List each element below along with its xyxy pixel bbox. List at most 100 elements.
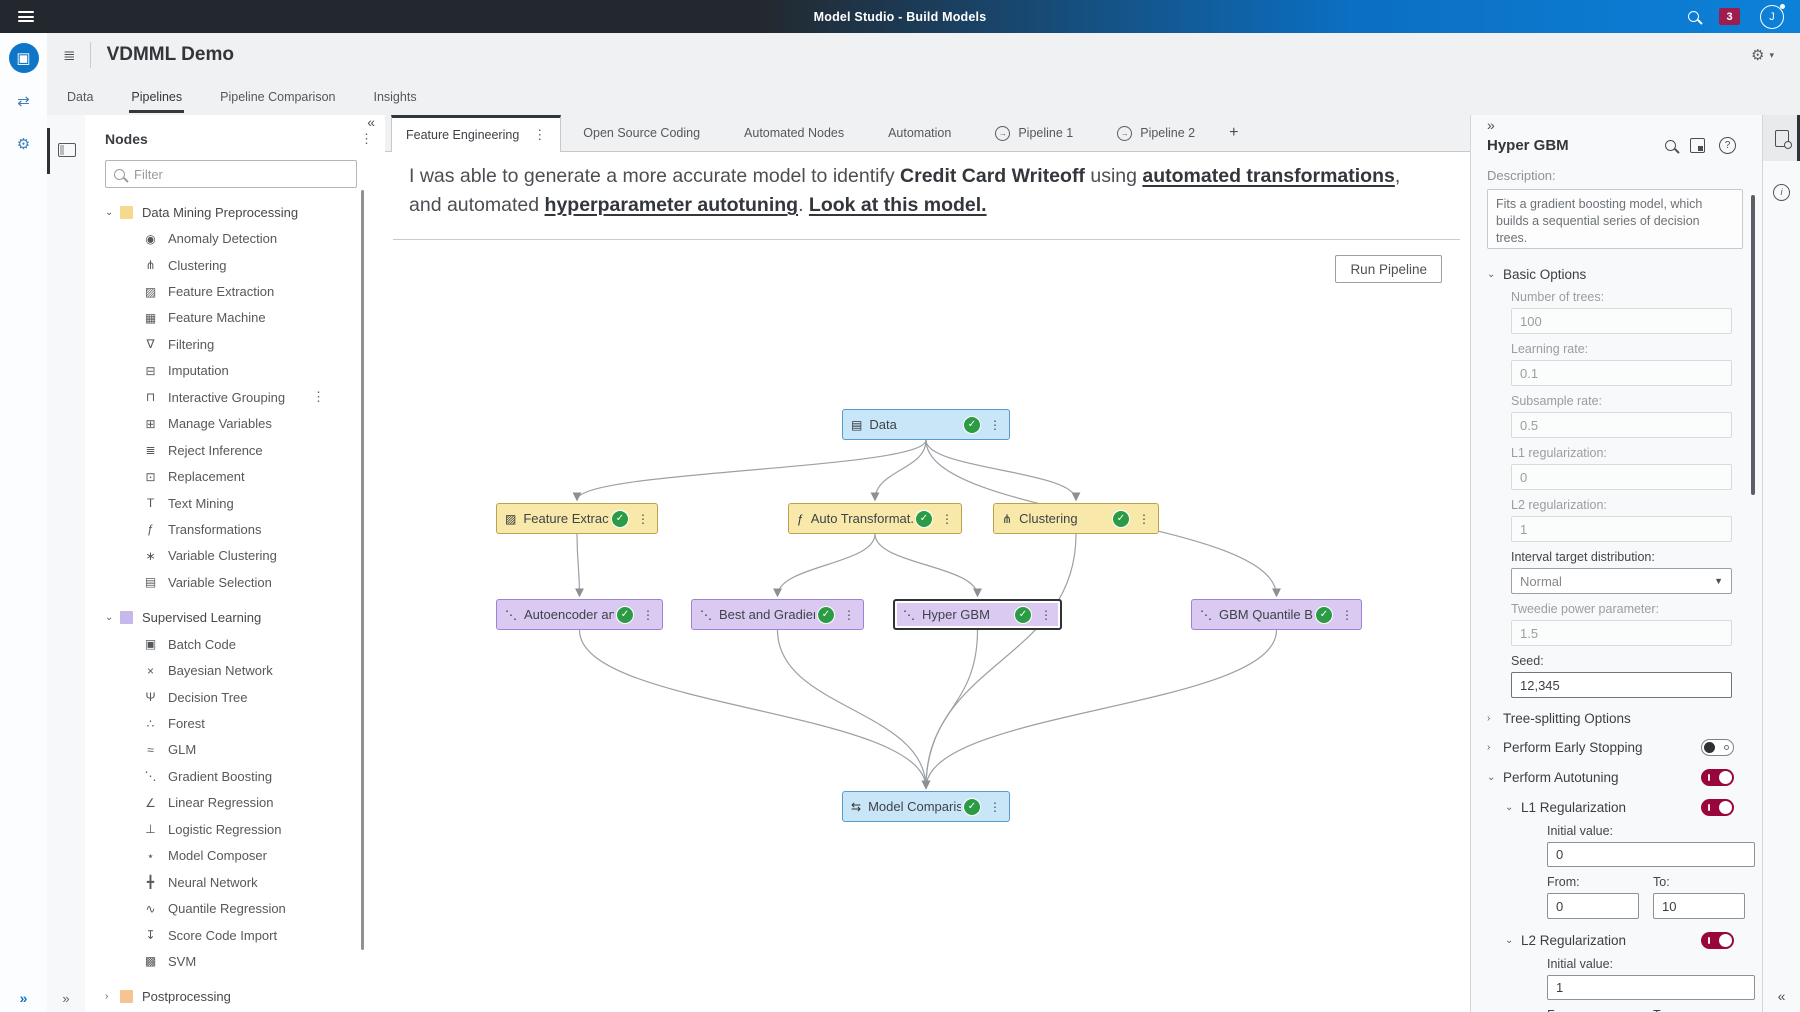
node-item-logistic-regression[interactable]: ⊥Logistic Regression [85, 816, 385, 842]
node-item-quantile-regression[interactable]: ∿Quantile Regression [85, 895, 385, 921]
node-item-clustering[interactable]: ⋔Clustering [85, 252, 385, 278]
node-menu-icon[interactable]: ⋮ [637, 511, 649, 526]
node-menu-icon[interactable]: ⋮ [642, 607, 654, 622]
section-perform-autotuning[interactable]: ⌄Perform Autotuning [1487, 769, 1762, 786]
properties-scrollbar[interactable] [1751, 195, 1755, 495]
toggle-l1-regularization[interactable] [1701, 799, 1734, 816]
node-item-neural-network[interactable]: ╋Neural Network [85, 869, 385, 895]
hamburger-menu-icon[interactable] [18, 11, 34, 22]
node-item-imputation[interactable]: ⊟Imputation [85, 358, 385, 384]
node-item-model-composer[interactable]: ⋆Model Composer [85, 843, 385, 869]
node-item-variable-selection[interactable]: ▤Variable Selection [85, 569, 385, 595]
node-item-forest[interactable]: ∴Forest [85, 710, 385, 736]
nodes-panel-menu-icon[interactable]: ⋮ [360, 131, 373, 146]
toggle-perform-early-stopping[interactable] [1701, 739, 1734, 756]
subsection-l2-regularization[interactable]: ⌄L2 Regularization [1505, 932, 1762, 949]
build-models-icon[interactable]: ▣ [8, 43, 39, 73]
node-item-replacement[interactable]: ⊡Replacement [85, 463, 385, 489]
right-rail-collapse-icon[interactable]: « [1777, 988, 1786, 1004]
pipeline-tab-automated-nodes[interactable]: Automated Nodes [722, 115, 866, 151]
node-menu-icon[interactable]: ⋮ [989, 799, 1001, 814]
pipeline-node-mc[interactable]: ⇆Model Comparis..✓⋮ [842, 791, 1010, 822]
tab-menu-icon[interactable]: ⋮ [533, 127, 547, 142]
node-menu-icon[interactable]: ⋮ [1341, 607, 1353, 622]
node-item-linear-regression[interactable]: ∠Linear Regression [85, 790, 385, 816]
add-pipeline-button[interactable]: + [1229, 124, 1239, 141]
pipeline-node-bg[interactable]: ⋱Best and Gradien..✓⋮ [691, 599, 864, 630]
pipeline-node-data[interactable]: ▤Data✓⋮ [842, 409, 1010, 440]
notifications-badge[interactable]: 3 [1719, 8, 1740, 25]
project-settings-menu[interactable]: ⚙ ▾ [1751, 46, 1774, 64]
node-group-postprocessing[interactable]: ›Postprocessing [85, 984, 385, 1010]
node-item-variable-clustering[interactable]: ∗Variable Clustering [85, 543, 385, 569]
toggle-perform-autotuning[interactable] [1701, 769, 1734, 786]
pipeline-node-gq[interactable]: ⋱GBM Quantile Bi..✓⋮ [1191, 599, 1362, 630]
project-tab-pipelines[interactable]: Pipelines [129, 90, 184, 113]
field-input[interactable]: 12,345 [1511, 672, 1732, 698]
initial-value-input[interactable]: 1 [1547, 975, 1755, 1000]
pipeline-tab-pipeline-2[interactable]: →Pipeline 2 [1095, 115, 1217, 151]
basic-options-section[interactable]: ⌄ Basic Options [1487, 267, 1587, 282]
user-avatar[interactable]: J [1760, 3, 1785, 29]
node-item-feature-machine[interactable]: ▦Feature Machine [85, 305, 385, 331]
section-perform-early-stopping[interactable]: ›Perform Early Stopping [1487, 739, 1762, 756]
project-tab-data[interactable]: Data [67, 90, 94, 104]
project-tab-insights[interactable]: Insights [373, 90, 417, 104]
project-list-icon[interactable]: ≣ [63, 47, 76, 64]
node-item-anomaly-detection[interactable]: ◉Anomaly Detection [85, 225, 385, 251]
description-textarea[interactable]: Fits a gradient boosting model, which bu… [1487, 189, 1743, 249]
snapshot-icon[interactable] [1690, 138, 1705, 153]
properties-collapse-icon[interactable]: » [1487, 117, 1495, 133]
node-item-bayesian-network[interactable]: ×Bayesian Network [85, 657, 385, 683]
node-item-interactive-grouping[interactable]: ⊓Interactive Grouping⋮ [85, 384, 385, 410]
node-menu-icon[interactable]: ⋮ [1138, 511, 1150, 526]
node-item-filtering[interactable]: ∇Filtering [85, 331, 385, 357]
info-tab-icon[interactable]: i [1763, 161, 1800, 207]
exchange-icon[interactable]: ⇄ [17, 93, 30, 110]
project-tab-pipeline-comparison[interactable]: Pipeline Comparison [220, 90, 336, 104]
node-item-glm[interactable]: ≈GLM [85, 737, 385, 763]
node-menu-icon[interactable]: ⋮ [1040, 607, 1052, 622]
pipeline-node-cl[interactable]: ⋔Clustering✓⋮ [993, 503, 1159, 534]
nodes-filter-input[interactable] [132, 165, 348, 183]
node-menu-icon[interactable]: ⋮ [941, 511, 953, 526]
from-input[interactable]: 0 [1547, 893, 1639, 919]
left-rail-expand-icon[interactable]: » [19, 990, 28, 1006]
toggle-l2-regularization[interactable] [1701, 932, 1734, 949]
node-item-batch-code[interactable]: ▣Batch Code [85, 631, 385, 657]
section-tree-splitting-options[interactable]: ›Tree-splitting Options [1487, 711, 1762, 726]
run-pipeline-button[interactable]: Run Pipeline [1335, 255, 1442, 283]
node-group-supervised-learning[interactable]: ⌄Supervised Learning [85, 605, 385, 631]
pipeline-node-ae[interactable]: ⋱Autoencoder an..✓⋮ [496, 599, 663, 630]
search-icon[interactable] [1688, 11, 1699, 22]
nodes-panel-collapse-icon[interactable]: « [367, 115, 375, 130]
pipeline-tab-open-source-coding[interactable]: Open Source Coding [561, 115, 722, 151]
node-group-data-mining-preprocessing[interactable]: ⌄Data Mining Preprocessing [85, 199, 385, 225]
to-input[interactable]: 10 [1653, 893, 1745, 919]
subsection-l1-regularization[interactable]: ⌄L1 Regularization [1505, 799, 1762, 816]
pipeline-node-fe[interactable]: ▨Feature Extractio..✓⋮ [496, 503, 658, 534]
manage-pipelines-icon[interactable]: ⚙ [16, 136, 31, 153]
node-item-reject-inference[interactable]: ≣Reject Inference [85, 437, 385, 463]
node-item-gradient-boosting[interactable]: ⋱Gradient Boosting [85, 763, 385, 789]
options-tab-icon[interactable] [1763, 115, 1800, 161]
nodes-filter[interactable] [105, 160, 357, 188]
help-icon[interactable]: ? [1719, 137, 1736, 154]
node-item-score-code-import[interactable]: ↧Score Code Import [85, 922, 385, 948]
node-item-manage-variables[interactable]: ⊞Manage Variables [85, 411, 385, 437]
item-menu-icon[interactable]: ⋮ [312, 389, 325, 405]
properties-search-icon[interactable] [1665, 140, 1676, 151]
node-item-svm[interactable]: ▩SVM [85, 948, 385, 974]
nodes-panel-tool-icon[interactable] [58, 143, 76, 157]
nodes-panel-scrollbar[interactable] [361, 190, 364, 950]
field-select[interactable]: Normal▼ [1511, 568, 1732, 594]
pipeline-node-hg[interactable]: ⋱Hyper GBM✓⋮ [893, 599, 1062, 630]
node-menu-icon[interactable]: ⋮ [843, 607, 855, 622]
node-item-feature-extraction[interactable]: ▨Feature Extraction [85, 278, 385, 304]
pipeline-tab-feature-engineering[interactable]: Feature Engineering⋮ [391, 115, 562, 152]
pipeline-tab-pipeline-1[interactable]: →Pipeline 1 [973, 115, 1095, 151]
